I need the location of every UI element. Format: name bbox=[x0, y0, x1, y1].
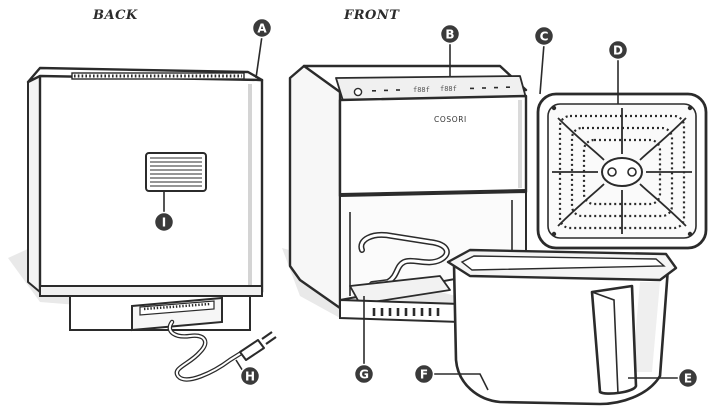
callout-G-label: G bbox=[359, 368, 369, 382]
callout-A-label: A bbox=[257, 22, 267, 36]
power-button bbox=[353, 87, 363, 97]
back-side-face bbox=[27, 71, 41, 293]
crisper-plate bbox=[536, 92, 708, 250]
back-view bbox=[8, 66, 277, 382]
display-right: f88f bbox=[440, 85, 457, 93]
power-plug bbox=[239, 339, 265, 361]
drip-tray bbox=[349, 275, 451, 305]
callout-I: I bbox=[153, 211, 175, 233]
brand-label: COSORI bbox=[434, 115, 467, 124]
display-left: f88f bbox=[413, 86, 430, 94]
basket-handle-edge bbox=[591, 291, 619, 395]
rear-air-outlet bbox=[145, 152, 207, 192]
callout-badges: A B C D E F G H bbox=[153, 17, 699, 389]
front-base-vents bbox=[372, 308, 440, 316]
crisper-foot-4 bbox=[687, 231, 693, 237]
callout-F: F bbox=[413, 363, 435, 385]
callout-F-label: F bbox=[420, 368, 428, 382]
callout-H: H bbox=[239, 365, 261, 387]
crisper-hub-hole-2 bbox=[627, 167, 637, 177]
callout-A: A bbox=[251, 17, 273, 39]
crisper-plate-hub bbox=[601, 157, 643, 187]
control-panel-buttons bbox=[372, 86, 510, 92]
callout-leaders bbox=[163, 35, 678, 391]
leader-A bbox=[255, 35, 263, 79]
power-cord-fill bbox=[168, 321, 247, 381]
front-view-title: FRONT bbox=[343, 8, 400, 23]
callout-G: G bbox=[353, 363, 375, 385]
crisper-plate-holes bbox=[558, 114, 686, 230]
basket-handle bbox=[590, 284, 638, 395]
plug-prong-2 bbox=[265, 336, 277, 345]
crisper-foot-2 bbox=[687, 105, 693, 111]
back-view-title: BACK bbox=[92, 8, 138, 23]
crisper-foot-3 bbox=[551, 231, 557, 237]
leader-F bbox=[432, 373, 489, 391]
callout-D-label: D bbox=[613, 44, 623, 58]
callout-I-label: I bbox=[162, 216, 166, 230]
callout-E-label: E bbox=[684, 372, 692, 386]
crisper-foot-1 bbox=[551, 105, 557, 111]
plug-prong-1 bbox=[261, 331, 273, 340]
front-side-face bbox=[288, 64, 342, 310]
callout-D: D bbox=[607, 39, 629, 61]
callout-C-label: C bbox=[540, 30, 549, 44]
front-base bbox=[339, 298, 461, 324]
crisper-hub-hole-1 bbox=[607, 167, 617, 177]
basket bbox=[446, 248, 678, 406]
basket-rim-inner bbox=[460, 255, 666, 271]
callout-H-label: H bbox=[245, 370, 255, 384]
callout-B: B bbox=[439, 23, 461, 45]
callout-E: E bbox=[677, 367, 699, 389]
front-face-bottom-edge bbox=[339, 189, 527, 195]
front-face bbox=[338, 94, 528, 198]
rear-air-outlet-slots bbox=[150, 157, 202, 187]
callout-B-label: B bbox=[445, 28, 454, 42]
leader-C bbox=[539, 43, 545, 95]
basket-side-shade bbox=[632, 282, 660, 372]
back-base bbox=[39, 285, 263, 297]
callout-C: C bbox=[533, 25, 555, 47]
heating-element-fill bbox=[359, 233, 449, 286]
power-socket-ribs bbox=[143, 302, 211, 311]
